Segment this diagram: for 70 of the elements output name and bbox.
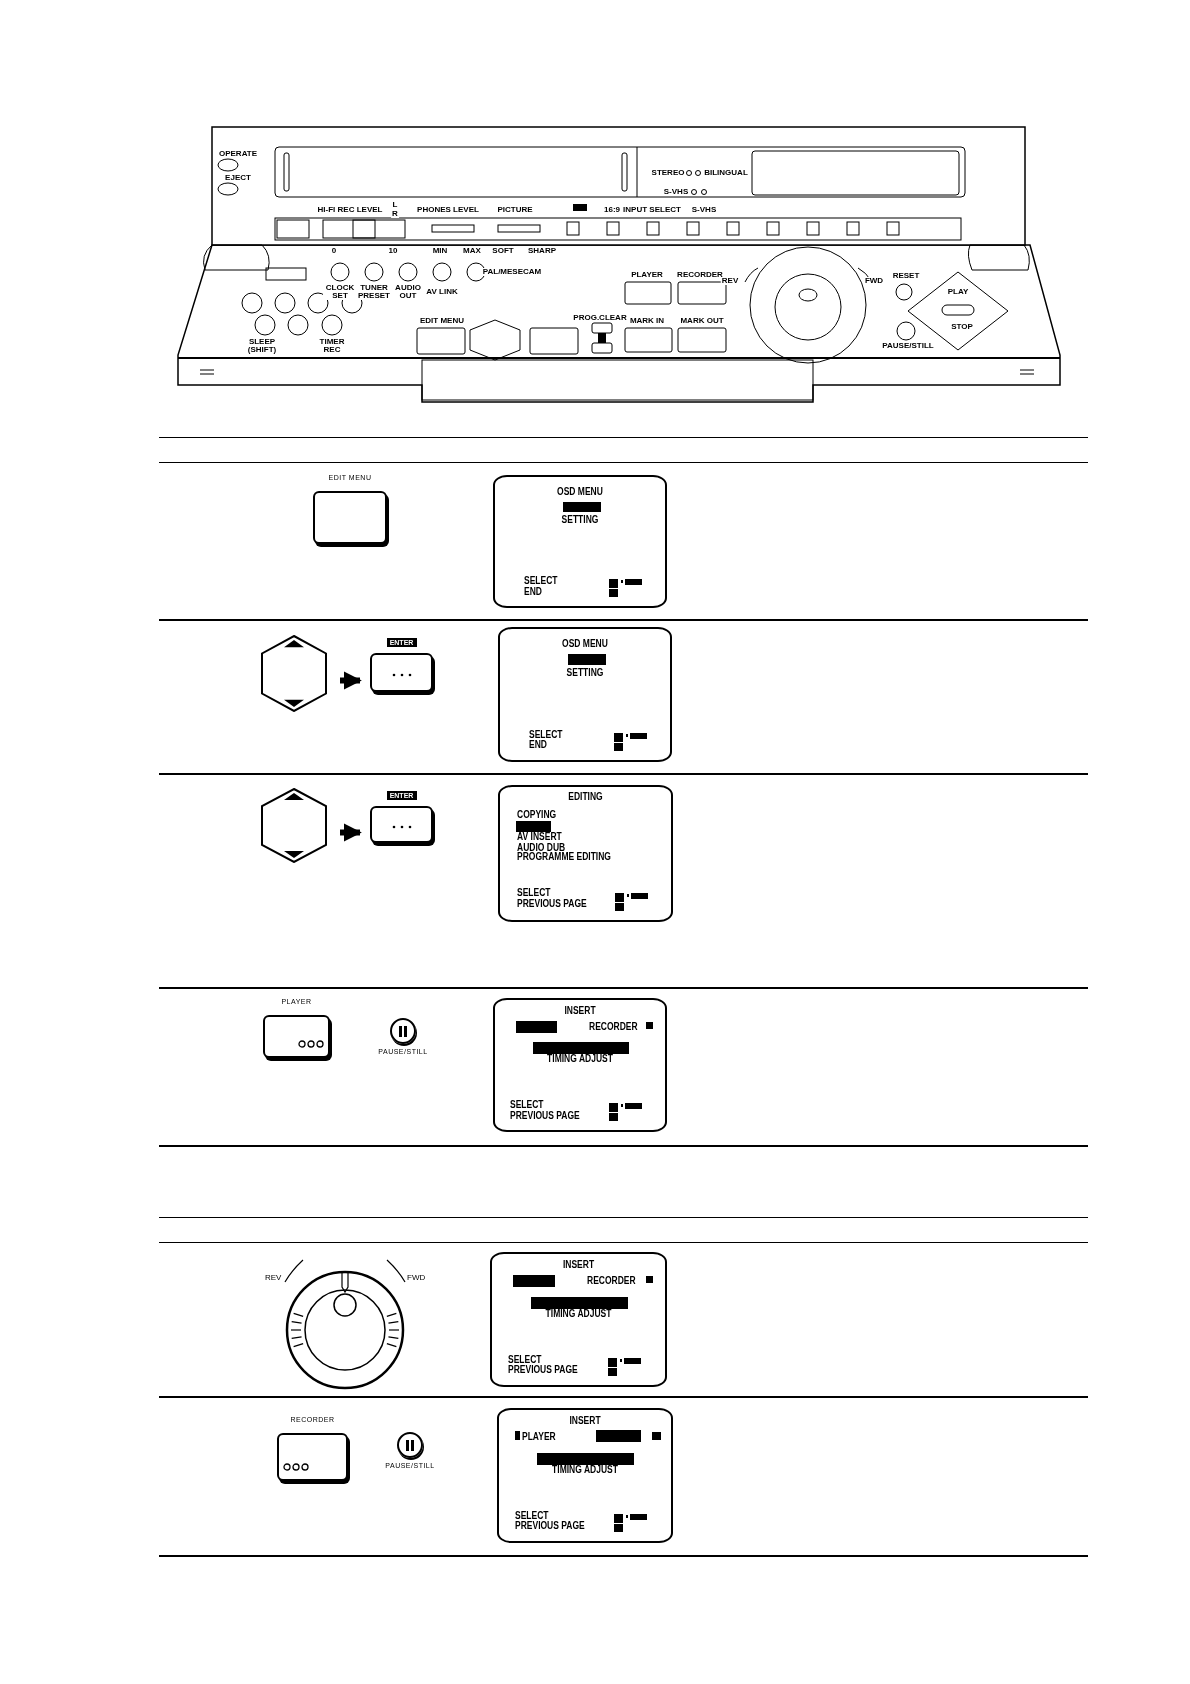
panel-label: MARK OUT <box>679 317 725 325</box>
screen-text: SELECT <box>514 1510 549 1521</box>
panel-label: CLOCK SET <box>323 284 357 300</box>
panel-label: L <box>391 201 399 209</box>
screen-text: EDITING <box>567 791 604 802</box>
screen-text: SELECT <box>529 729 563 740</box>
panel-label: PHONES LEVEL <box>416 206 480 214</box>
panel-label: PICTURE <box>496 206 534 214</box>
panel-label: EDIT MENU <box>419 317 465 325</box>
panel-label: HI-FI REC LEVEL <box>316 206 384 214</box>
screen-text: SETTING <box>565 667 605 678</box>
screen-text: PLAYER <box>521 1432 556 1443</box>
screen-text: PREVIOUS PAGE <box>507 1365 578 1376</box>
panel-label: SOFT <box>491 247 515 255</box>
direction-label: FWD <box>407 1273 426 1282</box>
screen-text: SETTING <box>560 514 600 525</box>
panel-label: MIN <box>431 247 449 255</box>
panel-label: 0 <box>330 247 338 255</box>
screen-text: PROGRAMME EDITING <box>517 852 612 863</box>
arrow <box>340 671 362 690</box>
panel-label: RESET <box>891 272 921 280</box>
screen-text: INSERT <box>568 1416 602 1427</box>
screen-text: COPYING <box>517 809 557 820</box>
screen-text: INSERT <box>563 1006 597 1017</box>
screen-text: END <box>524 586 543 597</box>
panel-label: PLAY <box>946 288 970 296</box>
panel-label: OPERATE <box>217 150 259 158</box>
panel-label: MAX <box>462 247 482 255</box>
panel-label: PAUSE/STILL <box>881 342 935 350</box>
screen-text: SELECT <box>524 576 558 587</box>
panel-label: REV <box>720 277 740 285</box>
screen-text: OSD MENU <box>561 639 609 650</box>
panel-label: STOP <box>950 323 974 331</box>
panel-label: R <box>391 210 399 218</box>
panel-label: PROG.CLEAR <box>572 314 628 322</box>
screen-text: AV INSERT <box>517 831 562 842</box>
panel-label: S-VHS <box>662 188 690 196</box>
screen-text: TIMING ADJUST <box>546 1054 614 1065</box>
panel-label: BILINGUAL <box>703 169 749 177</box>
screen-text: OSD MENU <box>556 486 604 497</box>
screen-text: SELECT <box>510 1099 544 1110</box>
panel-label: MARK IN <box>628 317 666 325</box>
screen-text: TIMING ADJUST <box>551 1464 619 1475</box>
panel-label: PAL/MESECAM <box>481 268 543 276</box>
panel-label: FWD <box>863 277 885 285</box>
screen-text: TIMING ADJUST <box>544 1308 613 1319</box>
panel-label: 16:9 <box>603 206 621 214</box>
panel-label: PLAYER <box>630 271 664 279</box>
direction-label: REV <box>265 1273 282 1282</box>
panel-label: TUNER PRESET <box>357 284 391 300</box>
panel-label: SHARP <box>527 247 557 255</box>
panel-label: INPUT SELECT <box>622 206 682 214</box>
screen-text: SELECT <box>517 887 551 898</box>
screen-text: RECORDER <box>587 1276 636 1287</box>
panel-label: EJECT <box>224 174 252 182</box>
screen-text: INSERT <box>561 1260 596 1271</box>
panel-label: S-VHS <box>690 206 718 214</box>
screen-text: PREVIOUS PAGE <box>510 1110 581 1121</box>
panel-label: AV LINK <box>425 288 459 296</box>
arrow <box>340 823 362 842</box>
screen-text: END <box>529 740 548 751</box>
panel-label: SLEEP (SHIFT) <box>245 338 279 354</box>
screen-text: RECORDER <box>588 1022 638 1033</box>
screen-text: AUDIO DUB <box>517 842 566 853</box>
screen-text: PREVIOUS PAGE <box>517 898 587 909</box>
panel-label: STEREO <box>650 169 686 177</box>
panel-label: 10 <box>387 247 399 255</box>
panel-label: RECORDER <box>676 271 724 279</box>
screen-text: PREVIOUS PAGE <box>514 1521 585 1532</box>
screen-text: SELECT <box>507 1354 542 1365</box>
